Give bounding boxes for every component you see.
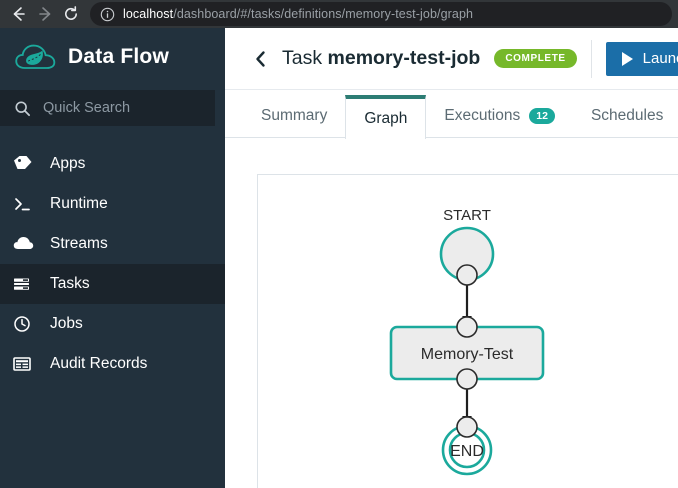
- brand-title: Data Flow: [68, 45, 169, 68]
- header-divider: [590, 39, 592, 78]
- page-title-prefix: Task: [282, 47, 323, 69]
- graph-node-task-label: Memory-Test: [421, 346, 514, 363]
- chevron-left-icon: [256, 50, 265, 67]
- url-host: localhost: [123, 7, 174, 21]
- page-title: Task memory-test-job: [282, 47, 480, 70]
- back-to-tasks-button[interactable]: [253, 49, 268, 69]
- graph-node-task[interactable]: Memory-Test: [389, 316, 545, 390]
- tab-schedules[interactable]: Schedules: [573, 94, 678, 138]
- url-text: localhost/dashboard/#/tasks/definitions/…: [123, 7, 473, 21]
- sidebar-item-label: Runtime: [50, 195, 108, 212]
- sidebar-item-label: Audit Records: [50, 355, 148, 372]
- tab-bar: Summary Graph Executions 12 Schedules: [225, 90, 678, 139]
- tab-graph[interactable]: Graph: [345, 95, 427, 139]
- sidebar-item-audit-records[interactable]: Audit Records: [0, 344, 225, 384]
- info-circle-icon[interactable]: [100, 7, 115, 22]
- forward-button[interactable]: [32, 1, 58, 27]
- graph-node-start-label: START: [443, 207, 491, 224]
- search-placeholder: Quick Search: [43, 100, 131, 116]
- sidebar-nav: Apps Runtime Streams: [0, 144, 225, 384]
- sidebar: Data Flow Quick Search Apps: [0, 28, 225, 488]
- tab-label: Schedules: [590, 107, 664, 124]
- browser-toolbar: localhost/dashboard/#/tasks/definitions/…: [0, 0, 678, 28]
- launch-button[interactable]: Launch: [605, 41, 678, 76]
- tag-icon: [12, 154, 46, 174]
- tab-label: Executions: [444, 107, 521, 124]
- tab-summary[interactable]: Summary: [243, 94, 345, 138]
- url-path: /dashboard/#/tasks/definitions/memory-te…: [173, 7, 474, 21]
- sidebar-item-label: Tasks: [50, 275, 90, 292]
- reload-icon: [65, 6, 77, 20]
- graph-node-start[interactable]: START: [439, 207, 495, 286]
- terminal-icon: [12, 194, 46, 214]
- sidebar-item-tasks[interactable]: Tasks: [0, 264, 225, 304]
- sidebar-item-label: Streams: [50, 235, 108, 252]
- tab-executions[interactable]: Executions 12: [426, 94, 573, 138]
- main-content: Task memory-test-job COMPLETE Launch Sum…: [225, 28, 678, 488]
- page-title-name: memory-test-job: [327, 47, 481, 69]
- graph-node-end[interactable]: END: [441, 416, 493, 476]
- play-icon: [621, 51, 633, 66]
- page-header: Task memory-test-job COMPLETE Launch: [225, 28, 678, 90]
- sidebar-item-apps[interactable]: Apps: [0, 144, 225, 184]
- arrow-right-icon: [39, 7, 51, 21]
- sidebar-item-streams[interactable]: Streams: [0, 224, 225, 264]
- spring-leaf-cloud-icon: [15, 44, 56, 69]
- sidebar-item-label: Apps: [50, 155, 86, 172]
- back-button[interactable]: [6, 1, 32, 27]
- list-table-icon: [12, 354, 46, 374]
- tab-badge-count: 12: [529, 107, 555, 125]
- graph-canvas[interactable]: START Memory-Test END: [257, 174, 678, 488]
- sidebar-item-jobs[interactable]: Jobs: [0, 304, 225, 344]
- graph-node-end-label: END: [450, 443, 484, 460]
- clock-icon: [12, 314, 46, 334]
- arrow-left-icon: [13, 7, 25, 21]
- sidebar-item-runtime[interactable]: Runtime: [0, 184, 225, 224]
- status-badge: COMPLETE: [494, 49, 577, 68]
- tab-label: Summary: [261, 107, 328, 124]
- brand[interactable]: Data Flow: [0, 28, 225, 86]
- search-input[interactable]: Quick Search: [0, 90, 215, 126]
- tasks-icon: [12, 274, 46, 294]
- search-icon: [14, 100, 31, 117]
- launch-button-label: Launch: [642, 50, 678, 67]
- task-flow-graph: START Memory-Test END: [389, 207, 545, 476]
- reload-button[interactable]: [58, 1, 84, 27]
- cloud-icon: [12, 234, 46, 254]
- address-bar[interactable]: localhost/dashboard/#/tasks/definitions/…: [90, 2, 672, 26]
- sidebar-item-label: Jobs: [50, 315, 83, 332]
- tab-label: Graph: [364, 110, 408, 127]
